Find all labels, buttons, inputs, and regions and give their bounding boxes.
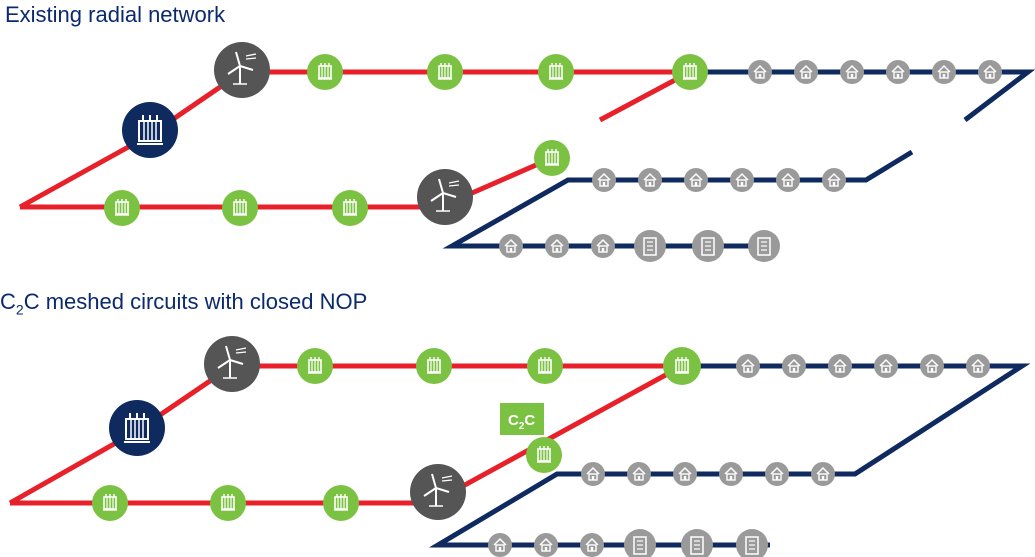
house-icon (828, 354, 852, 378)
house-icon (545, 234, 569, 258)
secondary-substation-transformer-icon (297, 348, 333, 384)
house-icon (932, 60, 956, 84)
panel-title-c2c-meshed-circuits: C2C meshed circuits with closed NOP (0, 289, 367, 317)
house-icon (776, 168, 800, 192)
c2c-label: C2C (500, 403, 544, 435)
house-icon (748, 60, 772, 84)
wind-turbine-icon (204, 336, 260, 392)
secondary-substation-transformer-icon (416, 348, 452, 384)
secondary-substation-transformer-icon (534, 140, 570, 176)
house-icon (840, 60, 864, 84)
secondary-substation-transformer-icon (663, 347, 701, 385)
secondary-substation-transformer-icon (323, 485, 359, 521)
house-icon (978, 60, 1002, 84)
house-icon (920, 354, 944, 378)
house-icon (736, 354, 760, 378)
house-icon (822, 168, 846, 192)
house-icon (673, 462, 697, 486)
building-icon (681, 529, 713, 557)
house-icon (874, 354, 898, 378)
c2c-subscript: 2 (519, 421, 525, 432)
building-icon (736, 529, 768, 557)
panel-existing-radial-network (18, 42, 1035, 262)
secondary-substation-transformer-icon (427, 54, 463, 90)
house-icon (811, 462, 835, 486)
wind-turbine-icon (417, 169, 473, 225)
building-icon (748, 230, 780, 262)
house-icon (488, 533, 512, 557)
svg-text:C2C: C2C (508, 412, 535, 432)
house-icon (499, 234, 523, 258)
secondary-substation-transformer-icon (104, 190, 140, 226)
house-icon (794, 60, 818, 84)
building-icon (692, 230, 724, 262)
house-icon (534, 533, 558, 557)
secondary-substation-transformer-icon (672, 54, 708, 90)
c2c-suffix: C (524, 412, 535, 429)
house-icon (627, 462, 651, 486)
house-icon (581, 462, 605, 486)
house-icon (580, 533, 604, 557)
navy-lv-feeder (442, 149, 914, 249)
wind-turbine-icon (410, 464, 466, 520)
secondary-substation-transformer-icon (307, 54, 343, 90)
title-prefix: C (0, 289, 16, 314)
c2c-prefix: C (508, 412, 519, 429)
secondary-substation-transformer-icon (538, 54, 574, 90)
house-icon (684, 168, 708, 192)
c2c-secondary-substation-transformer-icon (526, 437, 562, 473)
secondary-substation-transformer-icon (332, 190, 368, 226)
house-icon (591, 234, 615, 258)
house-icon (638, 168, 662, 192)
secondary-substation-transformer-icon (527, 348, 563, 384)
red-feeder-line (18, 69, 690, 210)
panel-c2c-meshed-circuits: C2C (8, 336, 1031, 557)
house-icon (592, 168, 616, 192)
house-icon (765, 462, 789, 486)
title-subscript: 2 (15, 301, 24, 318)
secondary-substation-transformer-icon (222, 190, 258, 226)
wind-turbine-icon (214, 42, 270, 98)
house-icon (730, 168, 754, 192)
navy-lv-feeder (428, 363, 1031, 548)
house-icon (782, 354, 806, 378)
secondary-substation-transformer-icon (210, 485, 246, 521)
house-icon (719, 462, 743, 486)
house-icon (966, 354, 990, 378)
red-feeder-line (8, 363, 682, 506)
secondary-substation-transformer-icon (92, 485, 128, 521)
house-icon (886, 60, 910, 84)
primary-substation-transformer-icon (109, 400, 165, 456)
building-icon (634, 230, 666, 262)
title-suffix: C meshed circuits with closed NOP (23, 289, 368, 314)
panel-title-existing-radial-network: Existing radial network (5, 2, 226, 27)
building-icon (624, 529, 656, 557)
primary-substation-transformer-icon (122, 102, 178, 158)
